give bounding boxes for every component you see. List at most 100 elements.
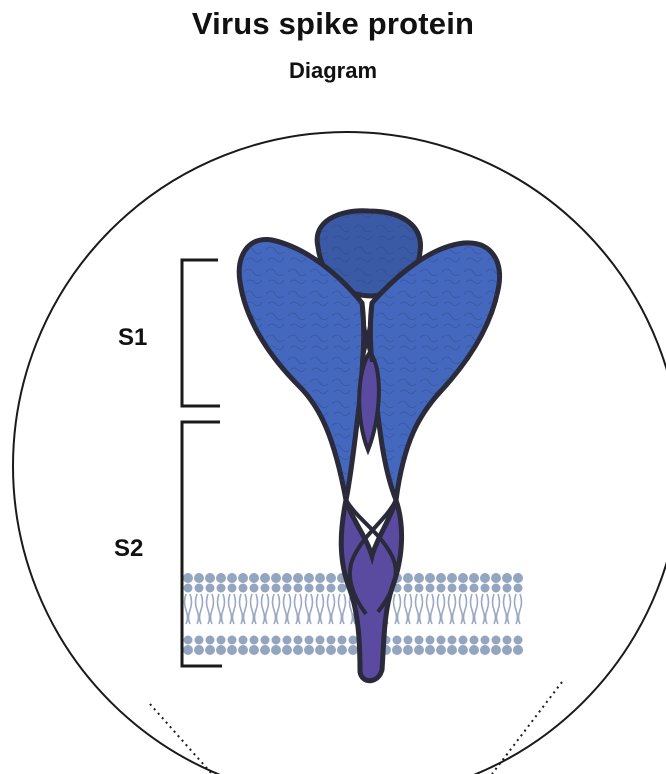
lipid-head bbox=[514, 584, 523, 593]
lipid-head bbox=[238, 573, 248, 583]
lipid-tail bbox=[394, 594, 401, 624]
lipid-head bbox=[458, 645, 468, 655]
lipid-head bbox=[470, 584, 479, 593]
lipid-head bbox=[249, 573, 259, 583]
lipid-head bbox=[260, 645, 270, 655]
lipid-head bbox=[206, 584, 215, 593]
lipid-head bbox=[481, 584, 490, 593]
lipid-head bbox=[238, 645, 248, 655]
lipid-head bbox=[469, 645, 479, 655]
lipid-head bbox=[239, 636, 248, 645]
lipid-head bbox=[404, 584, 413, 593]
lipid-head bbox=[414, 645, 424, 655]
lipid-head bbox=[426, 584, 435, 593]
lipid-head bbox=[437, 636, 446, 645]
lipid-head bbox=[393, 636, 402, 645]
lipid-head bbox=[283, 584, 292, 593]
lipid-head bbox=[502, 573, 512, 583]
lipid-head bbox=[260, 573, 270, 583]
lipid-head bbox=[216, 573, 226, 583]
s2-label: S2 bbox=[114, 535, 143, 562]
lipid-tail bbox=[328, 594, 335, 624]
lipid-head bbox=[426, 636, 435, 645]
lipid-head bbox=[315, 573, 325, 583]
lipid-head bbox=[437, 584, 446, 593]
lipid-head bbox=[183, 573, 193, 583]
lipid-head bbox=[337, 645, 347, 655]
lipid-head bbox=[425, 645, 435, 655]
lipid-head bbox=[195, 584, 204, 593]
lipid-head bbox=[217, 636, 226, 645]
lipid-head bbox=[502, 645, 512, 655]
lipid-head bbox=[305, 584, 314, 593]
lipid-head bbox=[415, 636, 424, 645]
lipid-tail bbox=[273, 594, 280, 624]
lipid-head bbox=[480, 645, 490, 655]
lipid-head bbox=[217, 584, 226, 593]
lipid-head bbox=[326, 573, 336, 583]
lipid-tail bbox=[229, 594, 236, 624]
lipid-head bbox=[194, 573, 204, 583]
lipid-tail bbox=[218, 594, 225, 624]
lipid-head bbox=[480, 573, 490, 583]
lipid-head bbox=[469, 573, 479, 583]
lipid-head bbox=[205, 645, 215, 655]
lipid-head bbox=[448, 584, 457, 593]
lipid-head bbox=[228, 636, 237, 645]
zoom-guide-right bbox=[492, 682, 562, 774]
lipid-head bbox=[261, 636, 270, 645]
lipid-head bbox=[205, 573, 215, 583]
lipid-head bbox=[194, 645, 204, 655]
lipid-head bbox=[250, 584, 259, 593]
lipid-head bbox=[304, 573, 314, 583]
lipid-tail bbox=[251, 594, 258, 624]
s1-label: S1 bbox=[118, 324, 147, 351]
lipid-tail bbox=[438, 594, 445, 624]
lipid-tail bbox=[460, 594, 467, 624]
lipid-head bbox=[447, 573, 457, 583]
lipid-head bbox=[282, 573, 292, 583]
lipid-tail bbox=[339, 594, 346, 624]
lipid-head bbox=[404, 636, 413, 645]
lipid-head bbox=[414, 573, 424, 583]
lipid-head bbox=[282, 645, 292, 655]
s2-bracket bbox=[182, 422, 222, 666]
lipid-tail bbox=[185, 594, 192, 624]
lipid-head bbox=[513, 645, 523, 655]
lipid-tail bbox=[284, 594, 291, 624]
lipid-head bbox=[403, 573, 413, 583]
lipid-head bbox=[491, 573, 501, 583]
lipid-tail bbox=[493, 594, 500, 624]
lipid-head bbox=[271, 573, 281, 583]
lipid-head bbox=[436, 573, 446, 583]
lipid-head bbox=[458, 573, 468, 583]
lipid-head bbox=[184, 636, 193, 645]
lipid-head bbox=[206, 636, 215, 645]
lipid-tail bbox=[295, 594, 302, 624]
lipid-head bbox=[293, 573, 303, 583]
lipid-head bbox=[459, 584, 468, 593]
lipid-tail bbox=[306, 594, 313, 624]
lipid-tail bbox=[262, 594, 269, 624]
s1-bracket bbox=[182, 260, 220, 406]
lipid-tail bbox=[515, 594, 522, 624]
lipid-tail bbox=[427, 594, 434, 624]
lipid-head bbox=[184, 584, 193, 593]
lipid-heads-bottom-second-row bbox=[184, 636, 523, 645]
lipid-head bbox=[338, 584, 347, 593]
lipid-head bbox=[216, 645, 226, 655]
lipid-head bbox=[272, 636, 281, 645]
lipid-head bbox=[227, 645, 237, 655]
lipid-head bbox=[183, 645, 193, 655]
lipid-head bbox=[304, 645, 314, 655]
lipid-head bbox=[271, 645, 281, 655]
lipid-tail bbox=[504, 594, 511, 624]
lipid-head bbox=[492, 584, 501, 593]
lipid-head bbox=[272, 584, 281, 593]
lipid-tail bbox=[207, 594, 214, 624]
lipid-head bbox=[403, 645, 413, 655]
lipid-head bbox=[250, 636, 259, 645]
lipid-head bbox=[448, 636, 457, 645]
spike-stalk-strand-center bbox=[359, 352, 379, 450]
